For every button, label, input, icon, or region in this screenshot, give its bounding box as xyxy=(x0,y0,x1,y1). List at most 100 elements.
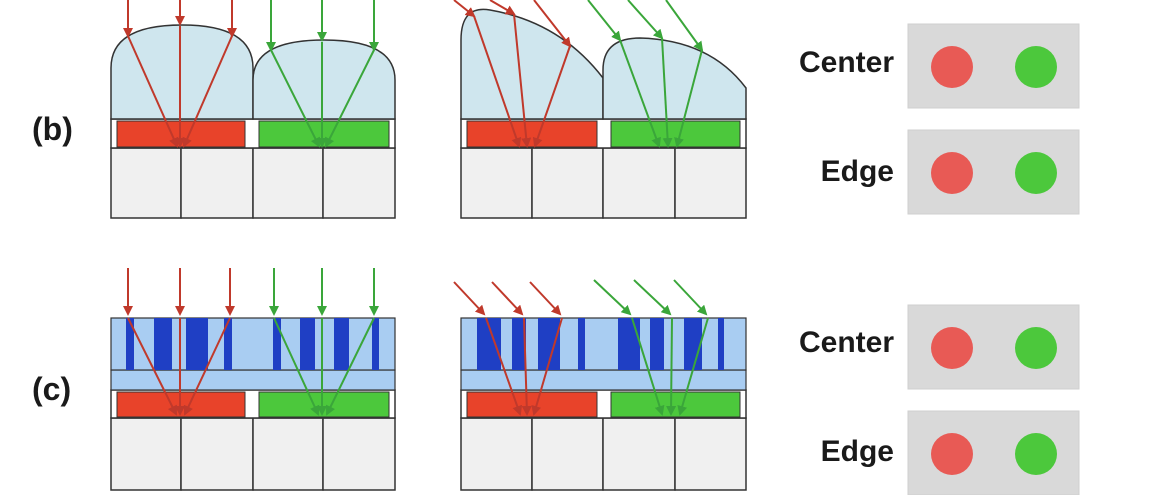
pixel-cell xyxy=(602,417,676,491)
sample-panel-c-center: Center xyxy=(799,304,1080,390)
pixel-cell xyxy=(674,147,747,219)
nanopillar xyxy=(154,318,172,370)
green-light-rays xyxy=(269,268,379,416)
red-dot xyxy=(931,152,973,194)
spacer-layer xyxy=(460,369,747,391)
sensor-structure-edge-c xyxy=(453,279,747,491)
diffracted-ray xyxy=(531,317,563,416)
nanopillar xyxy=(224,318,232,370)
refracted-ray xyxy=(473,15,522,148)
nanopillar xyxy=(512,318,526,370)
green-color-filter xyxy=(610,120,741,148)
nanopillar xyxy=(538,318,560,370)
row-label-b: (b) xyxy=(32,111,73,147)
incident-ray xyxy=(453,281,486,316)
refracted-ray xyxy=(674,49,703,148)
nanopillar xyxy=(126,318,134,370)
sensor-structure-center-c xyxy=(110,268,396,491)
incident-ray xyxy=(633,279,672,316)
green-dot xyxy=(1015,46,1057,88)
pixel-cell xyxy=(322,417,396,491)
pixel-cell xyxy=(252,147,324,219)
pixel-cell xyxy=(602,147,676,219)
nanopillar xyxy=(186,318,208,370)
spacer-layer xyxy=(110,369,396,391)
green-dot xyxy=(1015,327,1057,369)
pixel-cell xyxy=(180,417,254,491)
green-light-rays xyxy=(593,279,709,416)
green-dot xyxy=(1015,433,1057,475)
nanopillar xyxy=(684,318,702,370)
pixel-cell xyxy=(674,417,747,491)
nanopillar xyxy=(718,318,724,370)
sensor-structure-edge-b xyxy=(453,0,747,219)
row-label-c: (c) xyxy=(32,371,71,407)
green-color-filter xyxy=(258,120,390,148)
refracted-ray xyxy=(532,45,571,148)
sample-panel-b-center: Center xyxy=(799,23,1080,109)
red-color-filter xyxy=(466,120,598,148)
diffracted-ray xyxy=(677,317,709,416)
red-light-rays xyxy=(453,0,572,148)
diffracted-ray xyxy=(666,317,677,416)
pixel-array xyxy=(110,147,396,219)
incident-ray xyxy=(673,279,708,316)
incident-ray xyxy=(593,279,632,316)
pixel-array xyxy=(460,147,747,219)
sample-panel-c-edge: Edge xyxy=(821,410,1080,495)
incident-ray xyxy=(491,281,524,316)
red-dot xyxy=(931,433,973,475)
sample-panel-b-edge: Edge xyxy=(821,129,1080,215)
sensor-structure-center-b xyxy=(110,0,396,219)
pixel-array xyxy=(110,417,396,491)
red-light-rays xyxy=(453,281,563,416)
shifted-microlens-red xyxy=(460,8,604,120)
pixel-cell xyxy=(460,417,533,491)
sample-label: Center xyxy=(799,46,894,79)
incident-ray xyxy=(587,0,622,42)
pixel-array xyxy=(460,417,747,491)
red-light-rays xyxy=(123,268,235,416)
sample-label: Edge xyxy=(821,155,894,188)
green-color-filter xyxy=(610,391,741,418)
nanopillar xyxy=(618,318,640,370)
incident-ray xyxy=(453,0,476,18)
diffracted-ray xyxy=(326,317,375,416)
incident-ray xyxy=(533,0,572,48)
incident-ray xyxy=(627,0,664,40)
nanopillar xyxy=(334,318,349,370)
refracted-ray xyxy=(127,35,179,148)
incident-ray xyxy=(489,0,516,16)
metasurface-nanopillars xyxy=(477,318,724,370)
pixel-cell xyxy=(531,417,604,491)
refracted-ray xyxy=(270,49,320,148)
red-dot xyxy=(931,327,973,369)
nanopillar xyxy=(650,318,664,370)
green-light-rays xyxy=(587,0,704,148)
pixel-cell xyxy=(322,147,396,219)
nanopillar xyxy=(372,318,379,370)
incident-ray xyxy=(529,281,562,316)
refracted-ray xyxy=(661,37,673,148)
refracted-ray xyxy=(182,35,233,148)
diffracted-ray xyxy=(485,317,523,416)
pixel-cell xyxy=(110,147,182,219)
diffracted-ray xyxy=(631,317,665,416)
pixel-cell xyxy=(531,147,604,219)
green-color-filter xyxy=(258,391,390,418)
nanopillar xyxy=(273,318,281,370)
incident-ray xyxy=(665,0,704,52)
green-dot xyxy=(1015,152,1057,194)
nanopillar xyxy=(300,318,315,370)
sample-label: Center xyxy=(799,326,894,359)
pixel-cell xyxy=(252,417,324,491)
pixel-cell xyxy=(460,147,533,219)
red-dot xyxy=(931,46,973,88)
refracted-ray xyxy=(325,49,375,148)
diffracted-ray xyxy=(273,317,320,416)
pixel-cell xyxy=(110,417,182,491)
diffracted-ray xyxy=(183,317,231,416)
refracted-ray xyxy=(619,39,661,148)
metasurface-nanopillars xyxy=(126,318,379,370)
